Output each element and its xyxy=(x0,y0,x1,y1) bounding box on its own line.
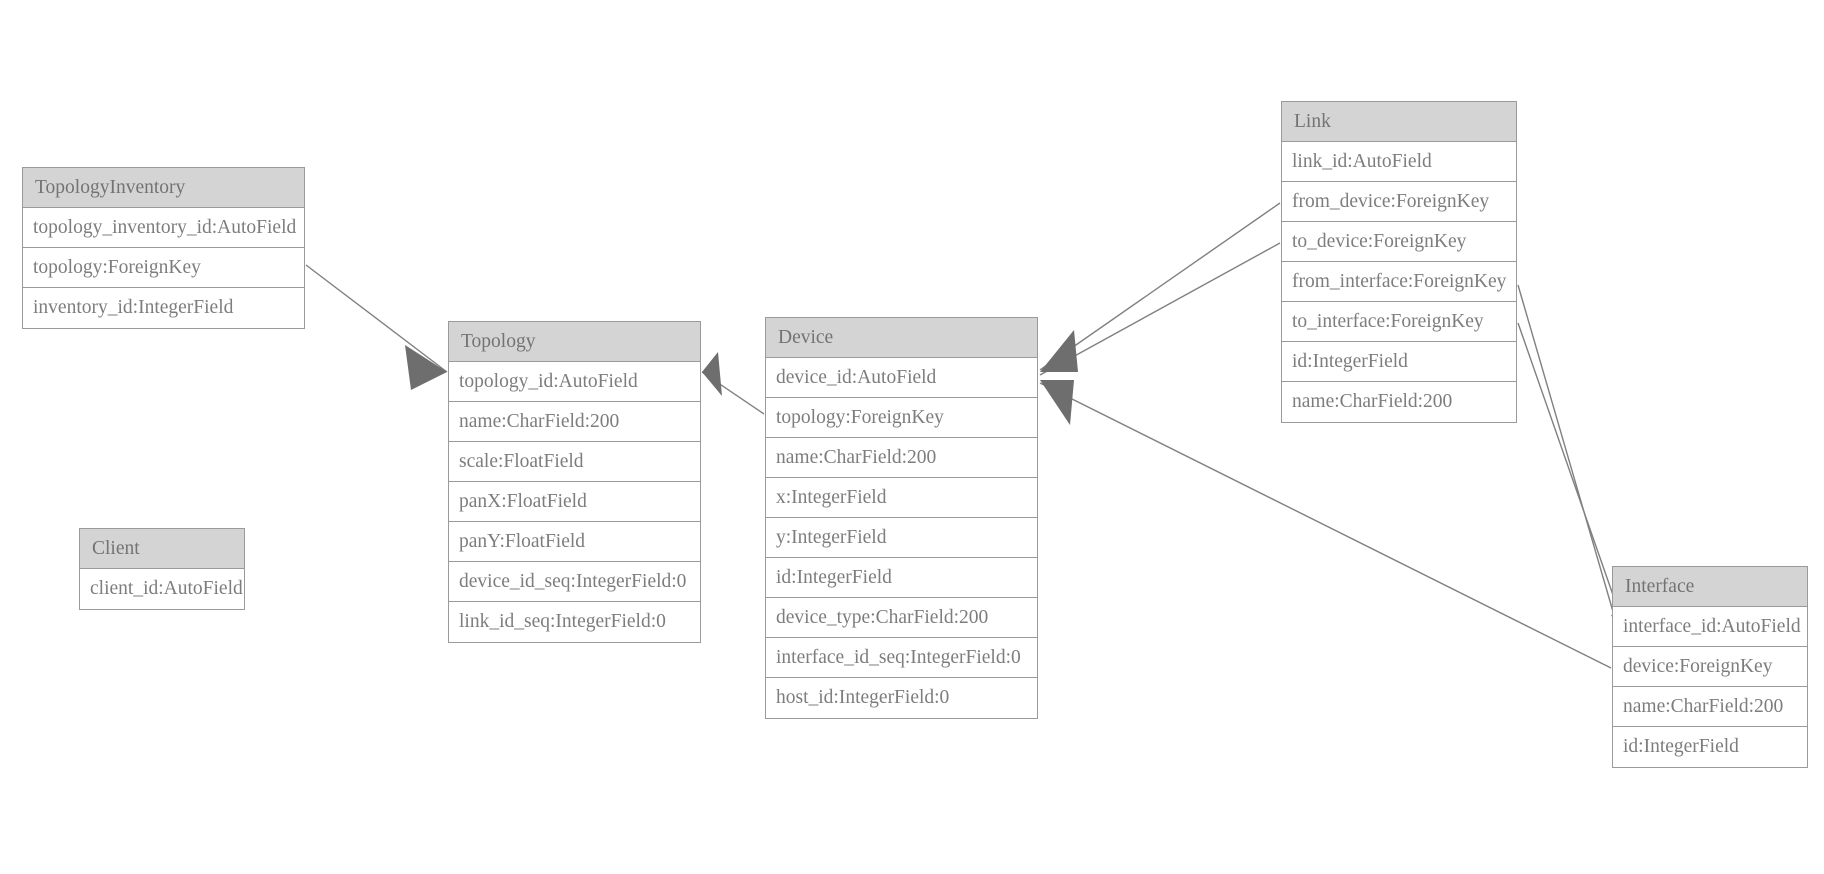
entity-field-row[interactable]: host_id:IntegerField:0 xyxy=(766,678,1037,718)
entity-title-link: Link xyxy=(1282,102,1516,142)
entity-title-device: Device xyxy=(766,318,1037,358)
edge-topologyinventory-to-topology xyxy=(305,264,448,373)
entity-field-row[interactable]: from_interface:ForeignKey xyxy=(1282,262,1516,302)
arrowhead-topology-right xyxy=(702,352,722,396)
edge-link-to_device-to-device xyxy=(1039,242,1281,376)
entity-field-row[interactable]: topology_id:AutoField xyxy=(449,362,700,402)
entity-field-row[interactable]: device:ForeignKey xyxy=(1613,647,1807,687)
edge-device-to-topology xyxy=(701,371,765,415)
entity-field-row[interactable]: id:IntegerField xyxy=(1613,727,1807,767)
entity-field-row[interactable]: device_type:CharField:200 xyxy=(766,598,1037,638)
entity-field-row[interactable]: device_id_seq:IntegerField:0 xyxy=(449,562,700,602)
entity-field-row[interactable]: device_id:AutoField xyxy=(766,358,1037,398)
edge-link-from_interface-to-interface xyxy=(1517,284,1615,616)
entity-field-row[interactable]: topology:ForeignKey xyxy=(766,398,1037,438)
entity-field-row[interactable]: panX:FloatField xyxy=(449,482,700,522)
entity-field-row[interactable]: client_id:AutoField xyxy=(80,569,244,609)
entity-field-row[interactable]: topology:ForeignKey xyxy=(23,248,304,288)
edge-interface-to-device xyxy=(1039,382,1612,669)
entity-field-row[interactable]: name:CharField:200 xyxy=(1282,382,1516,422)
entity-title-interface: Interface xyxy=(1613,567,1807,607)
entity-field-row[interactable]: y:IntegerField xyxy=(766,518,1037,558)
entity-field-row[interactable]: x:IntegerField xyxy=(766,478,1037,518)
arrowhead-device-right-lower xyxy=(1040,380,1074,425)
entity-field-row[interactable]: inventory_id:IntegerField xyxy=(23,288,304,328)
entity-field-row[interactable]: to_interface:ForeignKey xyxy=(1282,302,1516,342)
entity-field-row[interactable]: link_id_seq:IntegerField:0 xyxy=(449,602,700,642)
entity-field-row[interactable]: to_device:ForeignKey xyxy=(1282,222,1516,262)
entity-field-row[interactable]: link_id:AutoField xyxy=(1282,142,1516,182)
entity-field-row[interactable]: scale:FloatField xyxy=(449,442,700,482)
edge-link-to_interface-to-interface xyxy=(1517,322,1621,616)
edge-link-from_device-to-device xyxy=(1039,202,1281,371)
entity-field-row[interactable]: name:CharField:200 xyxy=(1613,687,1807,727)
entity-field-row[interactable]: name:CharField:200 xyxy=(766,438,1037,478)
entity-field-row[interactable]: panY:FloatField xyxy=(449,522,700,562)
entity-field-row[interactable]: interface_id_seq:IntegerField:0 xyxy=(766,638,1037,678)
arrowhead-device-right-upper xyxy=(1040,330,1078,372)
entity-field-row[interactable]: interface_id:AutoField xyxy=(1613,607,1807,647)
entity-title-client: Client xyxy=(80,529,244,569)
arrowhead-topology-left xyxy=(405,345,447,390)
entity-title-topologyinventory: TopologyInventory xyxy=(23,168,304,208)
entity-field-row[interactable]: topology_inventory_id:AutoField xyxy=(23,208,304,248)
entity-field-row[interactable]: id:IntegerField xyxy=(1282,342,1516,382)
entity-title-topology: Topology xyxy=(449,322,700,362)
entity-field-row[interactable]: name:CharField:200 xyxy=(449,402,700,442)
entity-field-row[interactable]: from_device:ForeignKey xyxy=(1282,182,1516,222)
entity-field-row[interactable]: id:IntegerField xyxy=(766,558,1037,598)
